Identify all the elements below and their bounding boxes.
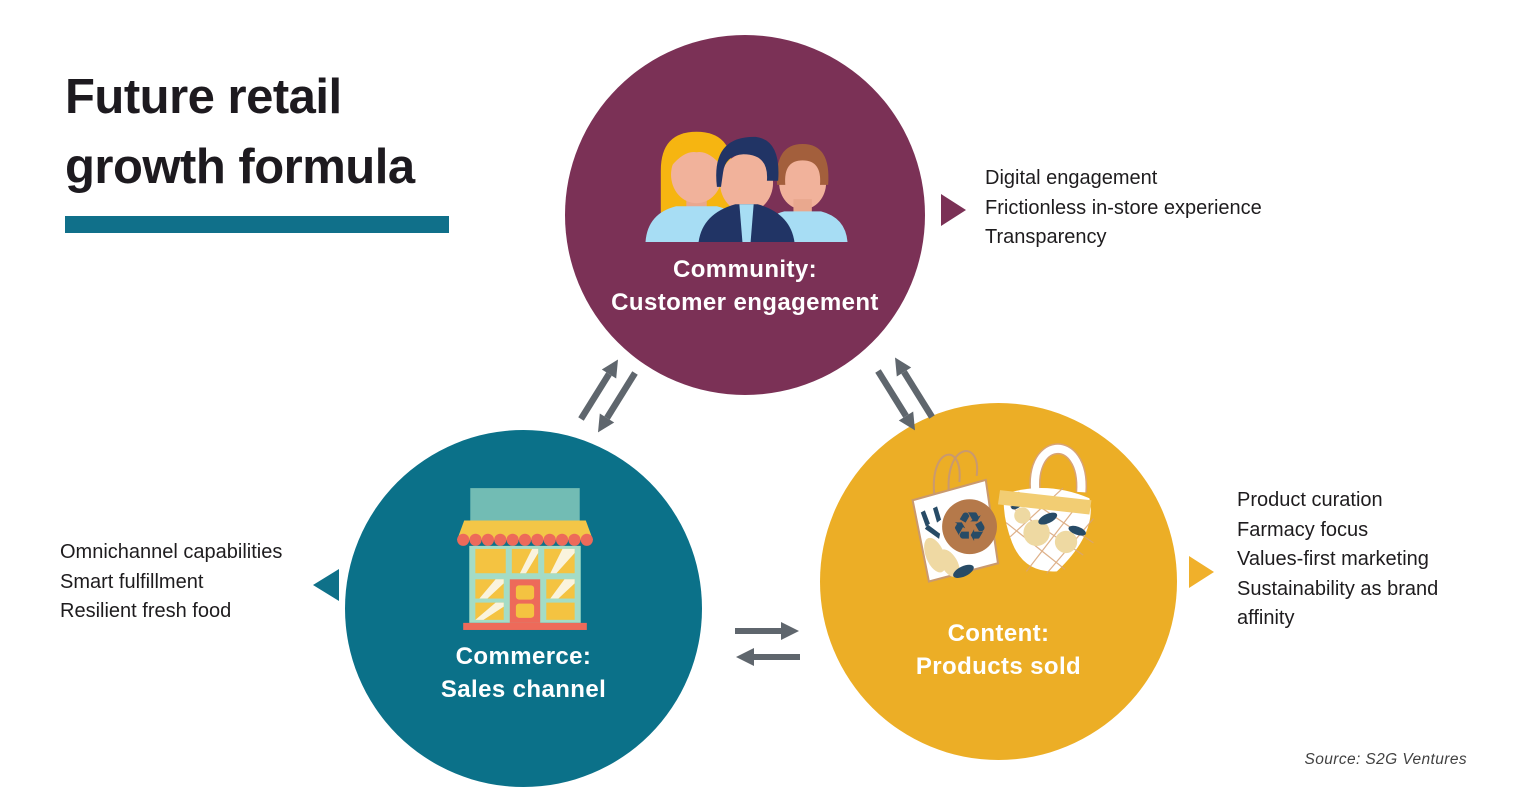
- people-icon: [645, 131, 848, 242]
- content-label: Content: Products sold: [820, 617, 1177, 683]
- community-callout-list: Digital engagement Frictionless in-store…: [985, 164, 1262, 253]
- callout-item: Omnichannel capabilities: [60, 541, 283, 563]
- commerce-callout-list: Omnichannel capabilities Smart fulfillme…: [60, 538, 282, 627]
- mesh-tote: [997, 443, 1094, 574]
- content-label-line1: Content:: [947, 620, 1050, 647]
- callout-item: Sustainability as brand affinity: [1237, 577, 1439, 630]
- source-note: Source: S2G Ventures: [1304, 751, 1467, 768]
- callout-item: Transparency: [985, 226, 1107, 248]
- content-label-line2: Products sold: [915, 653, 1082, 680]
- content-node: ♻ Content: Products sold: [820, 403, 1177, 760]
- storefront-icon: [457, 488, 593, 630]
- callout-item: Resilient fresh food: [60, 600, 232, 622]
- community-label-line1: Community:: [673, 256, 817, 283]
- community-node: Community: Customer engagement: [565, 35, 925, 395]
- callout-item: Digital engagement: [985, 167, 1158, 189]
- community-label-line2: Customer engagement: [611, 289, 879, 316]
- content-callout-arrow-icon: [1189, 556, 1214, 588]
- callout-item: Frictionless in-store experience: [985, 196, 1262, 219]
- commerce-callout-arrow-icon: [313, 569, 339, 601]
- arrows-community-commerce: [578, 359, 638, 433]
- content-callout-list: Product curation Farmacy focus Values-fi…: [1237, 486, 1483, 634]
- commerce-node: Commerce: Sales channel: [345, 430, 702, 787]
- commerce-label-line1: Commerce:: [455, 643, 592, 670]
- commerce-label-line2: Sales channel: [440, 676, 607, 703]
- callout-item: Product curation: [1237, 489, 1383, 511]
- title-accent-bar: [65, 216, 449, 233]
- callout-item: Values-first marketing: [1237, 548, 1429, 570]
- community-label: Community: Customer engagement: [565, 253, 925, 319]
- arrows-community-content: [875, 357, 935, 431]
- man-center-figure: [698, 136, 795, 242]
- svg-text:♻: ♻: [951, 503, 987, 551]
- callout-item: Smart fulfillment: [60, 570, 204, 593]
- callout-item: Farmacy focus: [1237, 518, 1369, 541]
- community-callout-arrow-icon: [941, 194, 966, 226]
- shopping-bags-icon: ♻: [911, 443, 1094, 583]
- page-title: Future retail growth formula: [65, 62, 415, 202]
- page-title-line2: growth formula: [65, 140, 415, 194]
- arrows-commerce-content: [735, 622, 800, 666]
- page-title-line1: Future retail: [65, 70, 342, 124]
- commerce-label: Commerce: Sales channel: [345, 640, 702, 706]
- recycle-badge: ♻: [942, 499, 997, 555]
